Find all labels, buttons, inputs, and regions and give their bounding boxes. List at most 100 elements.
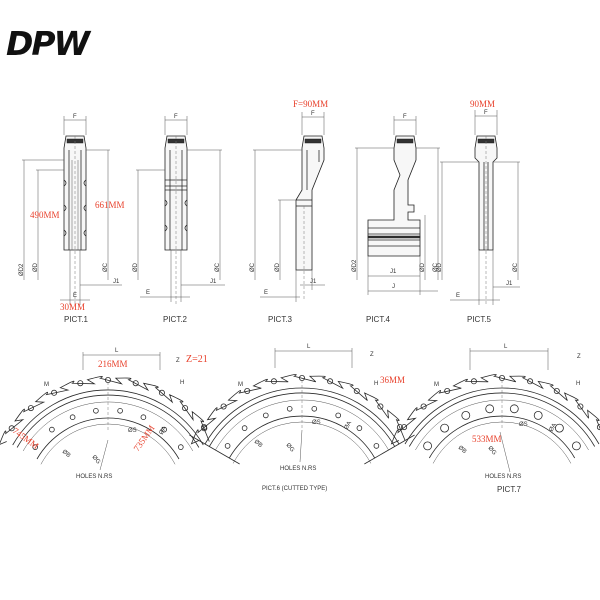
tooth <box>8 425 15 432</box>
bolt-hole <box>572 441 581 451</box>
tooth <box>158 389 165 396</box>
bolt-hole <box>286 405 293 412</box>
measure-90mm: 90MM <box>470 99 495 109</box>
front-view-pict-7: L Z H M ØS ØA ØB ØG HOLES N.RS 533MM PIC… <box>390 344 600 494</box>
rim-arc <box>208 392 396 447</box>
bolt-hole <box>69 414 76 421</box>
caption-pict-2: PICT.2 <box>163 315 188 324</box>
tooth <box>27 405 34 412</box>
dim-f: F <box>311 111 315 117</box>
dim-m: M <box>44 382 49 388</box>
dim-l: L <box>307 344 311 350</box>
dim-b: ØB <box>61 449 71 459</box>
tooth <box>244 387 251 394</box>
dim-e: E <box>146 290 150 296</box>
tooth <box>553 387 560 394</box>
tooth-profile <box>0 376 210 445</box>
dim-c: ØC <box>250 262 256 272</box>
bolt-hole <box>140 414 147 421</box>
bolt-hole <box>93 407 99 414</box>
bolt-hole <box>262 412 269 419</box>
bolt-hole <box>373 443 380 449</box>
dim-c: ØC <box>103 262 109 272</box>
measure-216mm: 216MM <box>98 359 128 369</box>
dim-d: ØD <box>33 262 39 272</box>
dim-j1: J1 <box>506 281 513 287</box>
dim-c: ØC <box>513 262 519 272</box>
tooth-profile <box>190 374 406 445</box>
dpw-logo: DPW <box>6 24 94 60</box>
dim-d: ØD <box>420 262 426 272</box>
dim-f: F <box>403 114 407 120</box>
bolt-hole <box>533 410 543 420</box>
dim-a: ØA <box>344 420 354 431</box>
tooth <box>444 387 451 394</box>
cut-line <box>189 434 240 465</box>
dim-z: Z <box>577 354 581 360</box>
dim-s: ØS <box>128 428 137 434</box>
bolt-hole <box>311 405 318 412</box>
dim-g: ØG <box>284 442 295 453</box>
measure-f-90mm: F=90MM <box>293 99 328 109</box>
dim-j1: J1 <box>390 269 397 275</box>
dim-a: ØA <box>159 425 169 436</box>
dim-b: ØB <box>253 439 263 449</box>
dim-j1: J1 <box>310 279 317 285</box>
dim-z: Z <box>370 352 374 358</box>
dim-b: ØB <box>457 445 467 455</box>
tooth <box>353 387 360 394</box>
dim-h: H <box>374 381 378 387</box>
rim-arc <box>204 387 400 445</box>
measure-36mm: 36MM <box>380 375 405 385</box>
tooth <box>77 380 84 387</box>
dim-d: ØD <box>133 262 139 272</box>
measure-533mm: 533MM <box>472 434 502 444</box>
measure-661mm: 661MM <box>95 200 125 210</box>
holes-label: HOLES N.RS <box>76 474 112 480</box>
caption-pict-4: PICT.4 <box>366 315 391 324</box>
bolt-hole <box>461 410 471 420</box>
tooth <box>577 403 584 410</box>
dim-s: ØS <box>312 420 321 426</box>
front-view-1: L Z H M ØS ØA ØB ØG HOLES N.RS 216MM Z=2… <box>0 348 210 480</box>
tooth <box>327 378 334 385</box>
tooth <box>270 378 277 385</box>
bolt-hole <box>356 425 363 431</box>
bolt-hole <box>485 404 495 414</box>
rim-arc <box>12 389 204 446</box>
dim-e: E <box>264 290 268 296</box>
dim-h: H <box>180 380 184 386</box>
dim-h: H <box>576 381 580 387</box>
bolt-hole <box>509 404 519 414</box>
dim-z: Z <box>176 358 180 364</box>
rim-arc <box>408 392 596 447</box>
tooth <box>401 424 408 431</box>
side-view-pict-3: F F=90MM ØC ØD E J1 PICT.3 <box>250 99 328 324</box>
dim-f: F <box>73 114 77 120</box>
bolt-hole <box>241 425 248 431</box>
dim-a: ØA <box>549 422 559 433</box>
bolt-hole <box>555 423 564 433</box>
cut-line <box>364 434 415 465</box>
tooth <box>396 424 403 431</box>
dim-s: ØS <box>519 422 528 428</box>
tooth <box>132 380 139 387</box>
measure-z21: Z=21 <box>186 354 208 365</box>
rim-arc <box>16 394 200 448</box>
dim-f: F <box>174 114 178 120</box>
dim-j1: J1 <box>210 279 217 285</box>
dim-e: E <box>73 293 77 299</box>
holes-label: HOLES N.RS <box>485 474 521 480</box>
dim-f: F <box>484 110 488 116</box>
side-view-pict-2: F ØD ØC E J1 PICT.2 <box>133 114 225 324</box>
dim-d2: ØD2 <box>352 259 358 272</box>
tooth <box>51 389 58 396</box>
tooth <box>527 378 534 385</box>
measure-490mm: 490MM <box>30 210 60 220</box>
tooth <box>420 403 427 410</box>
caption-pict-6: PICT.6 (CUTTED TYPE) <box>262 486 327 492</box>
tooth <box>182 405 189 412</box>
dim-e: E <box>456 293 460 299</box>
dim-d2: ØD2 <box>19 263 25 276</box>
